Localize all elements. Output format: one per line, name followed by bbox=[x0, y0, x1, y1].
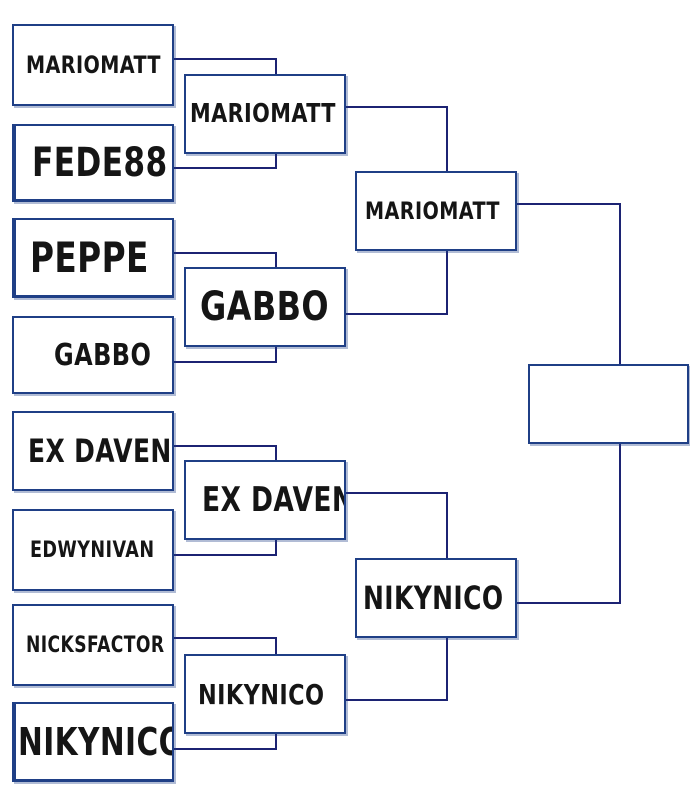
connector-r2-2 bbox=[346, 249, 448, 315]
connector-r2-4 bbox=[346, 636, 448, 701]
round1-player-name: FEDE88 bbox=[32, 139, 168, 186]
round1-slot-4: GABBO bbox=[12, 316, 174, 394]
round2-player-name: GABBO bbox=[200, 284, 330, 330]
round2-slot-4: NIKYNICO bbox=[184, 654, 346, 734]
round1-slot-7: NICKSFACTOR bbox=[12, 604, 174, 686]
round1-slot-3: PEPPE bbox=[12, 218, 174, 298]
connector-r2-3 bbox=[346, 492, 448, 559]
round1-player-name: PEPPE bbox=[30, 233, 149, 282]
round1-player-name: EDWYNIVAN bbox=[30, 537, 155, 563]
connector-r1-5 bbox=[172, 445, 277, 461]
round1-player-name: GABBO bbox=[54, 337, 152, 373]
semifinal-player-name: MARIOMATT bbox=[365, 197, 500, 225]
round2-player-name: MARIOMATT bbox=[190, 99, 336, 129]
round1-slot-8: NIKYNICO bbox=[12, 702, 174, 782]
connector-r1-6 bbox=[172, 539, 277, 556]
connector-sf-1 bbox=[517, 203, 621, 365]
connector-r2-1 bbox=[346, 106, 448, 172]
round1-slot-6: EDWYNIVAN bbox=[12, 509, 174, 591]
connector-r1-1 bbox=[172, 58, 277, 75]
round2-player-name: EX DAVEN bbox=[202, 480, 346, 520]
semifinal-player-name: NIKYNICO bbox=[363, 579, 504, 617]
round1-player-name: NIKYNICO bbox=[18, 719, 174, 764]
connector-r1-7 bbox=[172, 637, 277, 654]
round1-slot-2: FEDE88 bbox=[12, 124, 174, 202]
round1-player-name: NICKSFACTOR bbox=[26, 632, 165, 658]
round1-player-name: MARIOMATT bbox=[26, 51, 161, 79]
connector-r1-4 bbox=[172, 346, 277, 363]
round1-player-name: EX DAVEN bbox=[28, 432, 172, 470]
round1-slot-5: EX DAVEN bbox=[12, 411, 174, 491]
round2-slot-2: GABBO bbox=[184, 267, 346, 347]
connector-r1-2 bbox=[172, 152, 277, 169]
semifinal-slot-2: NIKYNICO bbox=[355, 558, 517, 638]
round1-slot-1: MARIOMATT bbox=[12, 24, 174, 106]
round2-slot-1: MARIOMATT bbox=[184, 74, 346, 154]
connector-sf-2 bbox=[517, 442, 621, 604]
connector-r1-3 bbox=[172, 252, 277, 268]
connector-r1-8 bbox=[172, 733, 277, 750]
round2-player-name: NIKYNICO bbox=[198, 677, 325, 711]
round2-slot-3: EX DAVEN bbox=[184, 460, 346, 540]
final-winner-slot bbox=[528, 364, 689, 444]
semifinal-slot-1: MARIOMATT bbox=[355, 171, 517, 251]
